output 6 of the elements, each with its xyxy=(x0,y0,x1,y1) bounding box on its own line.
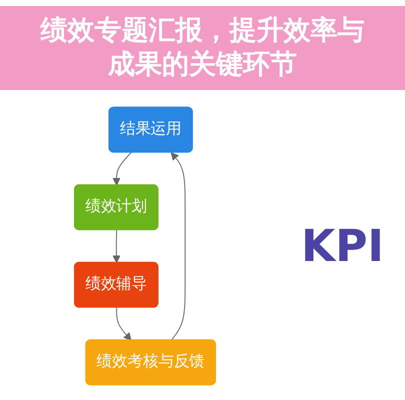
arrow xyxy=(112,230,120,264)
arrow xyxy=(112,152,132,186)
arrow xyxy=(116,307,132,341)
hub-label: KPI xyxy=(301,220,384,272)
title-banner: 绩效专题汇报，提升效率与成果的关键环节 xyxy=(0,6,405,90)
arrow xyxy=(170,152,186,341)
